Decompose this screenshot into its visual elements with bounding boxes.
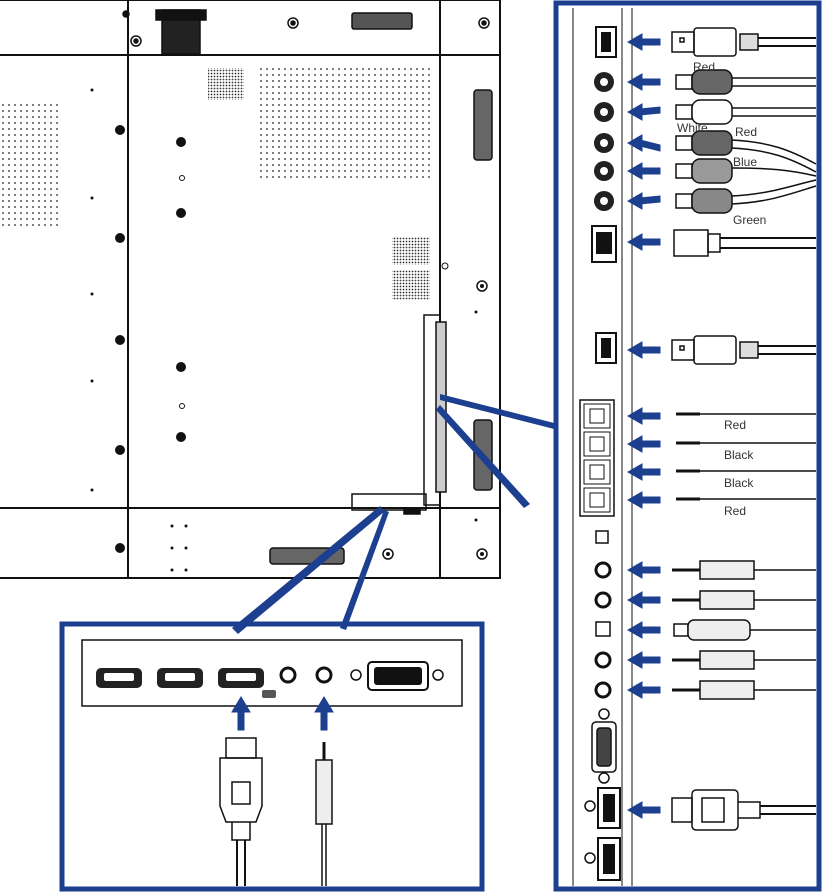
label-red-2: Red [735,125,757,139]
usb-icon [671,27,816,57]
cable-labels: Red White Red Blue Green Red Black Black… [677,60,766,518]
lan-port [591,225,816,263]
audio-jack-plug-icon [672,560,816,700]
bottom-ports [96,661,444,698]
usb-port-row-2 [595,332,816,365]
bottom-arrows [231,696,334,731]
vga-port [591,708,617,784]
displayport-ports [584,787,816,881]
label-blue: Blue [733,155,757,169]
callout-lines [232,394,558,634]
label-white: White [677,121,708,135]
vent-grids [0,68,434,300]
label-speaker-black-2: Black [724,476,754,490]
label-speaker-red-1: Red [724,418,746,432]
usb-icon [671,335,816,365]
panel-connector-strip [351,314,447,515]
label-speaker-black-1: Black [724,448,754,462]
audio-jacks-right [594,530,816,700]
label-green: Green [733,213,766,227]
rca-plug-icon [675,69,817,214]
usb-port-row-1 [595,26,816,58]
label-red-1: Red [693,60,715,74]
panel-top-features [122,9,490,55]
label-speaker-red-2: Red [724,504,746,518]
audio-jack-plug-icon [315,742,333,886]
rca-audio-jacks [594,69,817,214]
screw-holes [90,88,488,572]
displayport-plug-icon [671,789,816,831]
bottom-callout-frame [59,621,485,892]
speaker-terminals [579,399,816,517]
lan-plug-icon [673,229,816,257]
hdmi-plug-icon [219,737,263,886]
right-callout-frame [553,0,822,892]
speaker-wire-icon [676,412,816,501]
